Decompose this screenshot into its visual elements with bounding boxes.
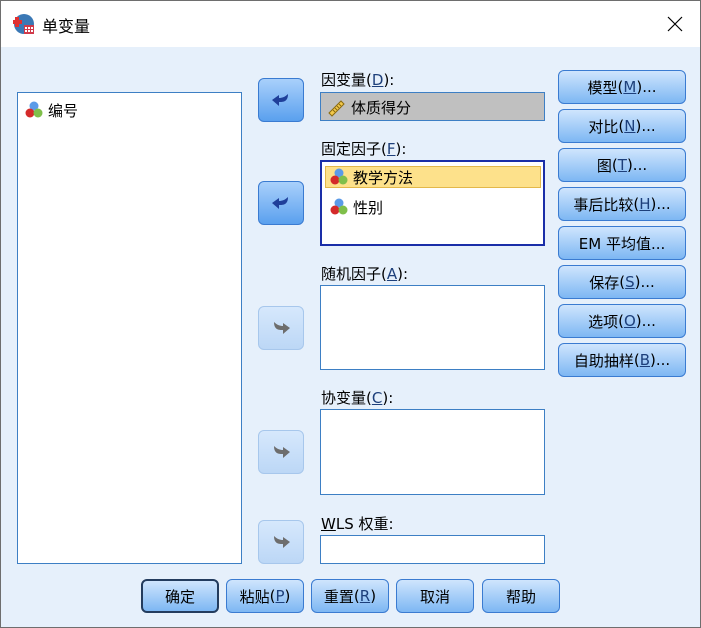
arrow-right-icon (274, 322, 290, 334)
button-label: EM 平均值... (578, 234, 666, 253)
cancel-button[interactable]: 取消 (396, 579, 474, 613)
mnemonic: M (623, 78, 637, 96)
button-label: 对比 (588, 117, 619, 136)
ok-button[interactable]: 确定 (141, 579, 219, 613)
mnemonic: W (321, 515, 336, 533)
button-label: 保存 (589, 273, 620, 292)
button-label: 粘贴 (239, 587, 270, 606)
reset-button[interactable]: 重置(R) (311, 579, 389, 613)
label-text: LS 权重: (335, 515, 394, 533)
ellipsis: ... (656, 195, 671, 213)
mnemonic: F (386, 140, 396, 158)
button-label: 帮助 (505, 587, 536, 606)
variable-label: 体质得分 (351, 98, 412, 117)
mnemonic: T (617, 156, 627, 174)
label-text: 因变量 (321, 71, 367, 89)
list-item[interactable]: 性别 (329, 196, 383, 218)
close-button[interactable] (661, 11, 689, 37)
mnemonic: D (371, 71, 384, 89)
button-label: 图 (596, 156, 612, 175)
mnemonic: C (371, 389, 383, 407)
dependent-variable-item[interactable]: 体质得分 (327, 96, 411, 118)
covariates-list[interactable] (320, 409, 545, 495)
ellipsis: ... (641, 117, 656, 135)
fixed-factors-label: 固定因子(F): (321, 140, 407, 158)
close-icon (667, 16, 683, 32)
dependent-variable-field[interactable]: 体质得分 (320, 92, 545, 121)
scale-variable-icon (328, 100, 345, 117)
button-label: 确定 (164, 587, 195, 606)
mnemonic: H (639, 195, 651, 213)
button-label: 取消 (419, 587, 450, 606)
move-to-dependent-button[interactable] (258, 78, 304, 122)
model-button[interactable]: 模型(M)... (558, 70, 686, 104)
contrasts-button[interactable]: 对比(N)... (558, 109, 686, 143)
bootstrap-button[interactable]: 自助抽样(B)... (558, 343, 686, 377)
mnemonic: S (625, 273, 635, 291)
spss-dialog-icon (12, 13, 35, 35)
ellipsis: ... (640, 273, 655, 291)
help-button[interactable]: 帮助 (482, 579, 560, 613)
arrow-left-icon (272, 94, 288, 106)
plots-button[interactable]: 图(T)... (558, 148, 686, 182)
nominal-variable-icon (330, 198, 348, 215)
ellipsis: ... (655, 351, 671, 369)
paste-button[interactable]: 粘贴(P) (226, 579, 304, 613)
mnemonic: O (623, 312, 636, 330)
mnemonic: A (386, 265, 398, 283)
arrow-right-icon (274, 536, 290, 548)
wls-weight-field[interactable] (320, 535, 545, 564)
label-text: 随机因子 (321, 265, 382, 283)
arrow-right-icon (274, 446, 290, 458)
em-means-button[interactable]: EM 平均值... (558, 226, 686, 260)
mnemonic: P (275, 587, 285, 605)
nominal-variable-icon (25, 101, 43, 118)
ellipsis: ... (632, 156, 648, 174)
variable-label: 教学方法 (353, 168, 414, 187)
mnemonic: N (624, 117, 636, 135)
button-label: 事后比较 (573, 195, 634, 214)
arrow-left-icon (272, 197, 288, 209)
random-factors-label: 随机因子(A): (321, 265, 409, 283)
move-to-fixed-factors-button[interactable] (258, 181, 304, 225)
wls-weight-label: WLS 权重: (321, 513, 394, 534)
random-factors-list[interactable] (320, 285, 545, 370)
source-variable-list[interactable]: 编号 (17, 92, 242, 564)
window-title: 单变量 (42, 17, 91, 36)
button-label: 自助抽样 (573, 351, 634, 370)
label-text: 固定因子 (321, 140, 382, 158)
save-button[interactable]: 保存(S)... (558, 265, 686, 299)
mnemonic: B (639, 351, 650, 369)
move-to-covariates-button[interactable] (258, 430, 304, 474)
move-to-random-factors-button[interactable] (258, 306, 304, 350)
button-label: 重置 (323, 587, 354, 606)
covariates-label: 协变量(C): (321, 389, 394, 407)
button-label: 模型 (587, 78, 618, 97)
variable-label: 编号 (48, 101, 79, 120)
button-label: 选项 (588, 312, 619, 331)
ellipsis: ... (641, 312, 656, 330)
nominal-variable-icon (330, 168, 348, 185)
ellipsis: ... (642, 78, 657, 96)
move-to-wls-weight-button[interactable] (258, 520, 304, 564)
fixed-factors-list[interactable]: 教学方法 性别 (320, 160, 545, 246)
mnemonic: R (359, 587, 371, 605)
title-bar: 单变量 (1, 1, 700, 47)
variable-label: 性别 (353, 198, 384, 217)
list-item[interactable]: 教学方法 (325, 166, 541, 188)
post-hoc-button[interactable]: 事后比较(H)... (558, 187, 686, 221)
label-text: 协变量 (321, 389, 367, 407)
options-button[interactable]: 选项(O)... (558, 304, 686, 338)
list-item[interactable]: 编号 (24, 99, 78, 121)
dependent-variable-label: 因变量(D): (321, 71, 395, 89)
